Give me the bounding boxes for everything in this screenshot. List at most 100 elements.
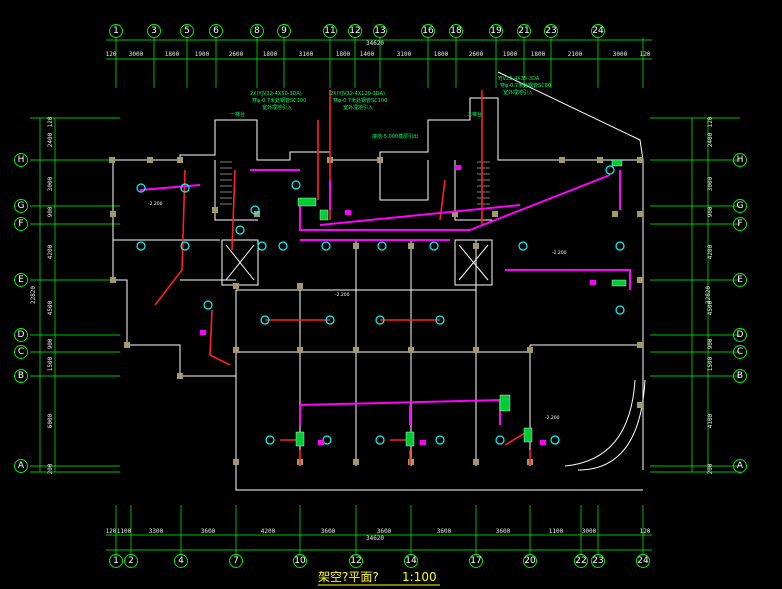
top-seg-dim-9: 3100: [397, 51, 412, 58]
column-36: [177, 373, 183, 379]
top-axis-9-circle: [277, 24, 291, 38]
top-axis-16-label: 16: [422, 26, 434, 36]
left-seg-dim-4: 4200: [47, 244, 54, 259]
bottom-axis-7-label: 7: [233, 556, 239, 566]
top-seg-dim-6: 3100: [299, 51, 314, 58]
light-fixture-1: [180, 183, 190, 193]
left-axis-D-label: D: [18, 330, 25, 340]
right-seg-dim-4: 4200: [707, 244, 714, 259]
svg-text:4100: 4100: [707, 413, 714, 428]
mag-feeder-2: [300, 204, 521, 241]
distribution-panel-5: [611, 279, 627, 287]
top-axis-6-circle: [209, 24, 223, 38]
top-seg-dim-8: 1400: [360, 51, 375, 58]
bottom-axis-22-label: 22: [575, 556, 586, 566]
distribution-panel-0: [297, 197, 317, 207]
right-axis-B-circle: [733, 369, 747, 383]
svg-text:200: 200: [47, 463, 54, 474]
bottom-axis-20-label: 20: [524, 556, 536, 566]
svg-text:200: 200: [707, 463, 714, 474]
interior-walls-left: [113, 239, 236, 281]
right-seg-dim-7: 1500: [707, 356, 714, 371]
top-seg-dim-0: 120: [106, 51, 117, 58]
top-seg-dim-10: 1800: [434, 51, 449, 58]
light-fixture-25: [235, 225, 245, 235]
bottom-axis-1-circle: [109, 554, 123, 568]
right-axis-H-circle: [733, 153, 747, 167]
top-axis-23-label: 23: [545, 26, 556, 36]
top-seg-dim-14: 2100: [568, 51, 583, 58]
light-fixture-15: [435, 315, 445, 325]
top-seg-dim-11: 2600: [469, 51, 484, 58]
bottom-seg-dim-11: 120: [640, 528, 651, 535]
right-seg-dim-5: 4500: [707, 300, 714, 315]
top-axis-13-label: 13: [374, 26, 385, 36]
column-22: [233, 347, 239, 353]
right-seg-dim-0: 120: [707, 116, 714, 127]
top-axis-21-circle: [517, 24, 531, 38]
svg-text:6000: 6000: [47, 413, 54, 428]
left-axis-H-circle: [14, 153, 28, 167]
light-fixture-7: [377, 241, 387, 251]
bottom-axis-24-circle: [636, 554, 650, 568]
top-axis-1-circle: [109, 24, 123, 38]
bottom-axis-14-circle: [404, 554, 418, 568]
column-32: [353, 459, 359, 465]
bottom-seg-dim-0: 120: [106, 528, 117, 535]
left-seg-dim-0: 120: [47, 116, 54, 127]
bottom-axis-1-label: 1: [113, 556, 119, 566]
outlet-5: [200, 330, 206, 335]
column-7: [452, 211, 458, 217]
left-axis-C-label: C: [18, 347, 24, 357]
light-fixture-14: [375, 315, 385, 325]
column-12: [637, 211, 643, 217]
light-fixture-23: [605, 165, 615, 175]
top-seg-dim-13: 1800: [531, 51, 546, 58]
top-axis-5-label: 5: [184, 26, 190, 36]
svg-text:120: 120: [707, 116, 714, 127]
column-19: [353, 243, 359, 249]
top-axis-8-label: 8: [254, 26, 260, 36]
light-fixture-22: [615, 305, 625, 315]
light-fixture-24: [250, 205, 260, 215]
right-axis-F-circle: [733, 217, 747, 231]
svg-text:3000: 3000: [707, 176, 714, 191]
red-wire-shaft: [439, 179, 446, 221]
column-26: [473, 347, 479, 353]
light-fixture-20: [495, 435, 505, 445]
column-10: [597, 157, 603, 163]
column-18: [297, 283, 303, 289]
outlet-0: [318, 440, 324, 445]
column-6: [377, 157, 383, 163]
light-fixture-21: [550, 435, 560, 445]
column-8: [492, 211, 498, 217]
left-seg-dim-7: 1500: [47, 356, 54, 371]
bottom-axis-17-label: 17: [470, 556, 481, 566]
column-29: [637, 402, 643, 408]
bottom-seg-dim-6: 3600: [377, 528, 392, 535]
column-20: [408, 243, 414, 249]
bottom-axis-7-circle: [229, 554, 243, 568]
bottom-seg-dim-9: 1100: [549, 528, 564, 535]
left-axis-A-label: A: [18, 461, 25, 471]
left-axis-G-circle: [14, 199, 28, 213]
column-25: [408, 347, 414, 353]
top-seg-dim-4: 2600: [229, 51, 244, 58]
svg-text:900: 900: [707, 338, 714, 349]
svg-text:900: 900: [47, 206, 54, 217]
column-9: [559, 157, 565, 163]
left-axis-C-circle: [14, 345, 28, 359]
column-34: [473, 459, 479, 465]
bottom-axis-4-label: 4: [178, 556, 184, 566]
light-fixture-9: [518, 241, 528, 251]
bottom-seg-dim-10: 3000: [582, 528, 597, 535]
left-axis-E-label: E: [18, 275, 24, 285]
svg-text:3000: 3000: [47, 176, 54, 191]
svg-text:1500: 1500: [47, 356, 54, 371]
red-wire-left: [154, 169, 186, 306]
svg-text:4500: 4500: [47, 300, 54, 315]
outer-wall-left: [112, 160, 236, 377]
left-axis-F-circle: [14, 217, 28, 231]
outlet-4: [455, 165, 461, 170]
